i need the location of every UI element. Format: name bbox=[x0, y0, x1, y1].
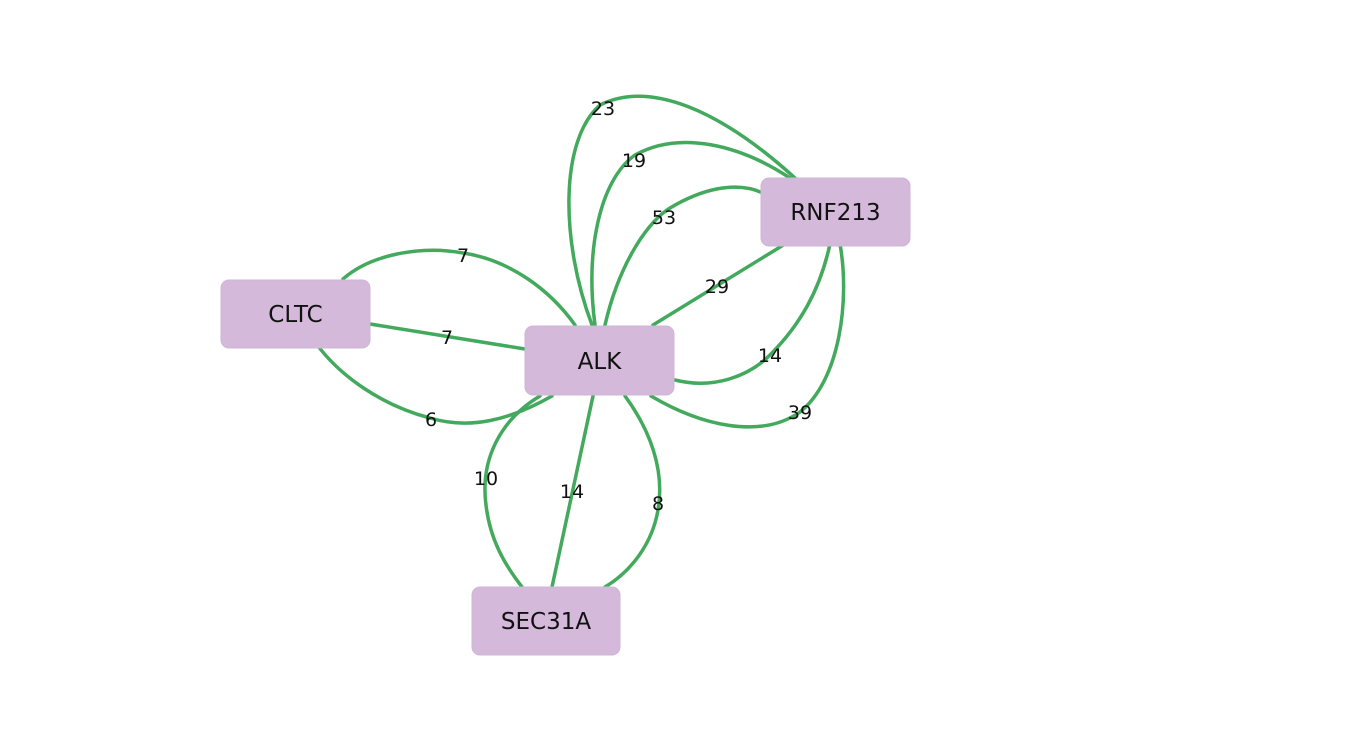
node-cltc-box bbox=[220, 279, 371, 349]
node-alk-label: ALK bbox=[578, 349, 623, 375]
edge-label-6: 6 bbox=[425, 409, 437, 431]
edge-label-19: 19 bbox=[622, 150, 646, 172]
edge-alk-rnf213-53 bbox=[603, 185, 765, 327]
nodes-layer: ALK RNF213 CLTC SEC31A bbox=[220, 177, 911, 656]
node-sec31a-box bbox=[471, 586, 621, 656]
node-sec31a[interactable]: SEC31A bbox=[471, 586, 621, 656]
edge-alk-rnf213-39 bbox=[649, 242, 846, 429]
edge-label-10: 10 bbox=[474, 468, 498, 490]
node-sec31a-label: SEC31A bbox=[501, 609, 591, 635]
node-alk-box bbox=[524, 325, 675, 396]
edge-alk-rnf213-29 bbox=[651, 242, 787, 327]
node-cltc[interactable]: CLTC bbox=[220, 279, 371, 349]
edge-alk-sec31a-8 bbox=[603, 394, 662, 589]
edge-label-39: 39 bbox=[788, 402, 812, 424]
node-alk[interactable]: ALK bbox=[524, 325, 675, 396]
edge-alk-sec31a-10 bbox=[483, 394, 542, 589]
edge-label-14-sec31a: 14 bbox=[560, 481, 584, 503]
edge-alk-sec31a-14 bbox=[550, 394, 595, 589]
edge-alk-rnf213-19 bbox=[590, 140, 792, 327]
edge-alk-cltc-6-bottom bbox=[316, 344, 554, 425]
node-rnf213-box bbox=[760, 177, 911, 247]
edge-label-23: 23 bbox=[591, 98, 615, 120]
edge-label-53: 53 bbox=[652, 207, 676, 229]
node-rnf213[interactable]: RNF213 bbox=[760, 177, 911, 247]
edge-alk-cltc-7-mid bbox=[368, 322, 527, 351]
node-rnf213-label: RNF213 bbox=[790, 200, 880, 226]
edge-label-7-top: 7 bbox=[457, 245, 469, 267]
edge-labels-layer: 23 19 53 29 14 39 7 7 6 10 14 8 bbox=[425, 98, 812, 515]
edge-alk-rnf213-14 bbox=[673, 242, 832, 385]
edge-label-29: 29 bbox=[705, 276, 729, 298]
edge-alk-cltc-7-top bbox=[341, 248, 577, 327]
edge-label-8: 8 bbox=[652, 493, 664, 515]
node-cltc-label: CLTC bbox=[268, 302, 322, 328]
edge-alk-rnf213-23 bbox=[567, 94, 797, 327]
edge-label-7-mid: 7 bbox=[441, 327, 453, 349]
edge-label-14-rnf213: 14 bbox=[758, 345, 782, 367]
edges-layer bbox=[316, 94, 846, 589]
